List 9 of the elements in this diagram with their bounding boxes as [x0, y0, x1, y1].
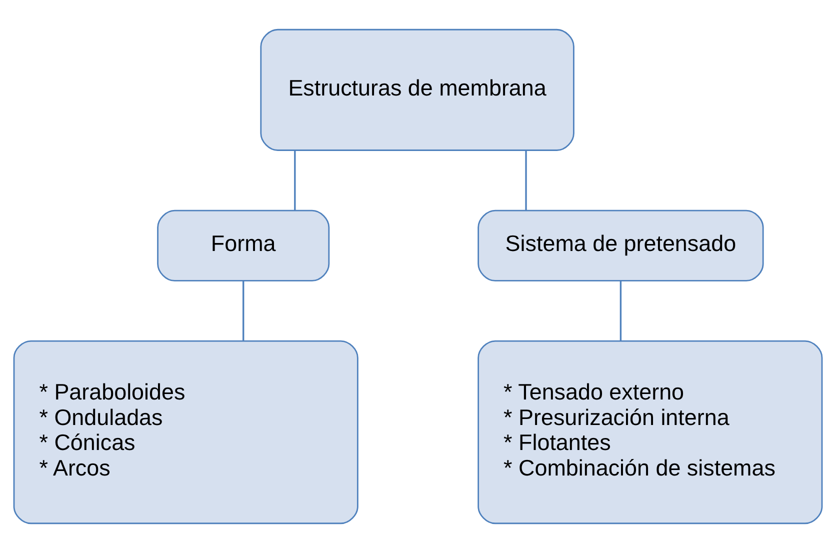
node-box: Forma [157, 209, 330, 281]
connector [525, 150, 527, 210]
node-box: * Paraboloides * Onduladas * Cónicas * Arcos [13, 340, 358, 524]
connector [620, 280, 622, 340]
node-box: Sistema de pretensado [478, 209, 764, 281]
node-box: Estructuras de membrana [260, 28, 574, 150]
connector [242, 280, 244, 340]
connector [294, 150, 296, 210]
node-box: * Tensado externo * Presurización interna * Flotantes * Combinación de sistemas [478, 340, 823, 524]
